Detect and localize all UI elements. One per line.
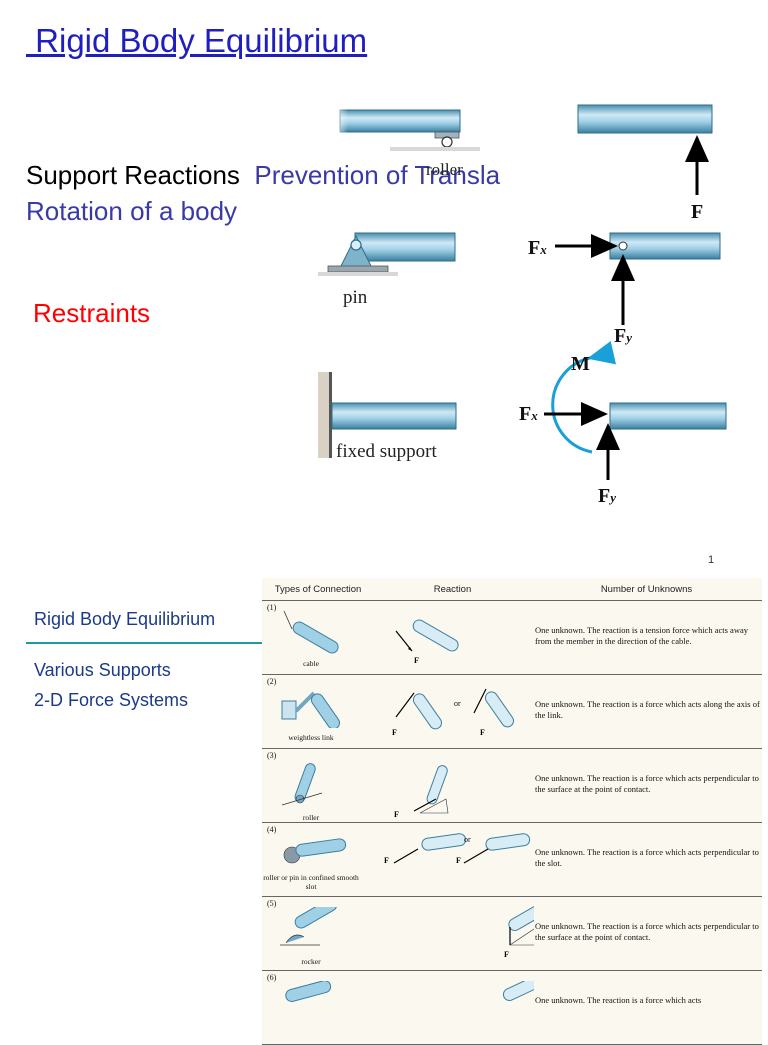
svg-text:F: F — [394, 810, 399, 817]
various-supports-text: Various Supports — [34, 660, 171, 680]
slot-reaction-drawing: F F — [384, 833, 531, 865]
unknowns-cell: One unknown. The reaction is a force whi… — [531, 896, 762, 971]
pin-free-body — [555, 232, 721, 325]
row-number: (2) — [267, 677, 277, 686]
force-Fy2-label: Fy — [598, 485, 616, 507]
connection-label: weightless link — [288, 733, 334, 742]
roller-free-body — [577, 104, 713, 195]
force-systems-text: 2-D Force Systems — [34, 690, 189, 710]
link-drawing — [281, 691, 341, 728]
table-row: (1) cable F One unknown. The reaction is… — [262, 600, 762, 675]
unknowns-cell: One unknown. The reaction is a tension f… — [531, 600, 762, 675]
support-reactions-text: Support Reactions — [26, 160, 240, 190]
svg-text:F: F — [384, 856, 389, 865]
svg-text:F: F — [504, 950, 509, 959]
fixed-support-label: fixed support — [336, 441, 437, 462]
table-row: (6) One unknown. The reaction is a force… — [262, 970, 762, 1045]
pin-label: pin — [343, 287, 368, 308]
roller-support-drawing — [330, 108, 480, 151]
reaction-cell: F F or — [374, 674, 531, 749]
connection-cell: (1) cable — [262, 600, 374, 675]
row-number: (5) — [267, 899, 277, 908]
row-number: (6) — [267, 973, 277, 982]
or-text: or — [454, 699, 461, 708]
rocker-drawing — [280, 907, 338, 946]
table-row: (4) roller or pin in confined smooth slo… — [262, 822, 762, 897]
prevention-text: Prevention of Transla — [254, 160, 501, 190]
connection-cell: (4) roller or pin in confined smooth slo… — [262, 822, 374, 897]
force-Fy-label: Fy — [614, 325, 632, 347]
connection-label: cable — [303, 659, 319, 668]
rocker-reaction-drawing: F — [504, 905, 534, 959]
slide2-title: Rigid Body Equilibrium — [34, 609, 216, 629]
connection-cell: (6) — [262, 970, 374, 1045]
row-number: (1) — [267, 603, 277, 612]
fixed-free-body — [544, 340, 727, 480]
reaction-cell — [374, 970, 534, 1045]
reaction-cell: F F or — [374, 822, 531, 897]
title-rule — [26, 642, 264, 644]
or-text: or — [464, 835, 471, 844]
restraints-heading: Restraints — [33, 298, 151, 328]
roller-label: roller — [426, 160, 463, 179]
unknowns-text: One unknown. The reaction is a force whi… — [535, 921, 759, 942]
moment-M-label: M — [571, 353, 590, 375]
unknowns-text: One unknown. The reaction is a tension f… — [535, 625, 748, 646]
support-figure — [318, 104, 727, 480]
row-number: (4) — [267, 825, 277, 834]
unknowns-text: One unknown. The reaction is a force whi… — [535, 847, 759, 868]
force-Fx-label: Fx — [528, 237, 547, 259]
header-unknowns: Number of Unknowns — [531, 578, 762, 601]
table-header-row: Types of Connection Reaction Number of U… — [262, 578, 762, 601]
force-F-label: F — [691, 201, 704, 223]
unknowns-cell: One unknown. The reaction is a force whi… — [531, 674, 762, 749]
svg-text:F: F — [456, 856, 461, 865]
table-row: (5) rocker F One unknown. The reaction i… — [262, 896, 762, 971]
connection-cell: (2) weightless link — [262, 674, 374, 749]
slide-title: Rigid Body Equilibrium — [26, 22, 368, 59]
unknowns-cell: One unknown. The reaction is a force whi… — [531, 822, 762, 897]
header-types: Types of Connection — [262, 578, 374, 601]
connection-cell: (5) rocker — [262, 896, 374, 971]
cable-drawing — [283, 610, 339, 654]
slot-drawing — [283, 838, 347, 864]
unknowns-cell: One unknown. The reaction is a force whi… — [531, 970, 762, 1045]
table-row: (2) weightless link F F or — [262, 674, 762, 749]
unknowns-cell: One unknown. The reaction is a force whi… — [531, 748, 762, 823]
cable-reaction-drawing: F — [395, 619, 459, 664]
connection-label: rocker — [301, 957, 321, 966]
connection-label: roller — [302, 813, 320, 822]
page-number: 1 — [708, 554, 715, 566]
reaction-cell: F — [374, 748, 531, 823]
roller-drawing — [281, 763, 323, 806]
fixed-support-drawing — [318, 372, 457, 458]
connection-label: roller or pin in confined smooth slot — [263, 873, 359, 891]
header-reaction: Reaction — [374, 578, 531, 601]
row6-reaction-drawing — [502, 981, 534, 1001]
unknowns-text: One unknown. The reaction is a force whi… — [535, 773, 759, 794]
force-Fx2-label: Fx — [519, 403, 538, 425]
unknowns-text: One unknown. The reaction is a force whi… — [535, 699, 760, 720]
reaction-cell: F — [374, 600, 531, 675]
rotation-text: Rotation of a body — [26, 196, 238, 226]
reaction-cell: F — [374, 896, 534, 971]
row-number: (3) — [267, 751, 277, 760]
link-reaction-drawing: F F — [392, 688, 515, 737]
svg-text:F: F — [480, 728, 485, 737]
support-reactions-line: Support Reactions Prevention of Transla — [26, 160, 500, 191]
force-F-text: F — [414, 656, 419, 664]
row6-drawing — [285, 981, 332, 1002]
roller-reaction-drawing: F — [394, 765, 449, 817]
table-row: (3) roller F One unknown. The reaction i… — [262, 748, 762, 823]
connection-types-table: Types of Connection Reaction Number of U… — [262, 578, 762, 1045]
connection-cell: (3) roller — [262, 748, 374, 823]
unknowns-text: One unknown. The reaction is a force whi… — [535, 995, 702, 1005]
svg-text:F: F — [392, 728, 397, 737]
pin-support-drawing — [318, 230, 456, 276]
